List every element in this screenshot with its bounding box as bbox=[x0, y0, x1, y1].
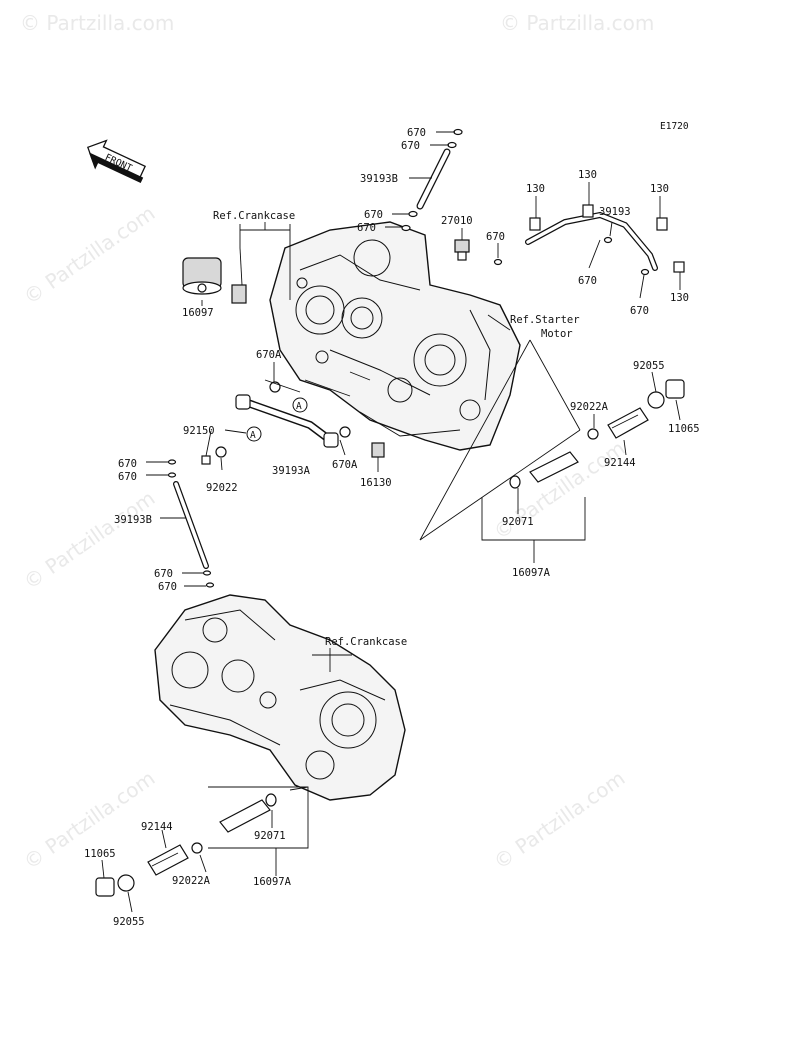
label-130: 130 bbox=[578, 169, 597, 181]
o-ring-part bbox=[493, 258, 503, 266]
ref-crankcase-top: Ref.Crankcase bbox=[213, 210, 295, 222]
o-ring-part bbox=[640, 268, 650, 276]
label-16097a: 16097A bbox=[512, 567, 551, 579]
leader-lines bbox=[101, 131, 681, 913]
label-130: 130 bbox=[526, 183, 545, 195]
watermark-text: © Partzilla.com bbox=[20, 11, 174, 35]
label-92144: 92144 bbox=[604, 457, 636, 469]
label-92022a: 92022A bbox=[172, 875, 211, 887]
label-92022a: 92022A bbox=[570, 401, 609, 413]
circle-a-text: A bbox=[250, 430, 256, 441]
label-11065: 11065 bbox=[668, 423, 700, 435]
label-92150: 92150 bbox=[183, 425, 215, 437]
watermark-text: © Partzilla.com bbox=[489, 766, 629, 874]
label-670: 670 bbox=[630, 305, 649, 317]
o-ring-part bbox=[453, 128, 463, 136]
label-92055: 92055 bbox=[113, 916, 145, 928]
circle-a-marker bbox=[292, 397, 308, 413]
label-39193b: 39193B bbox=[114, 514, 152, 526]
ref-starter-line1: Ref.Starter bbox=[510, 314, 580, 326]
filter-adaptor-part bbox=[231, 284, 247, 304]
label-130: 130 bbox=[650, 183, 669, 195]
label-670: 670 bbox=[118, 458, 137, 470]
ref-crankcase-bottom: Ref.Crankcase bbox=[325, 636, 407, 648]
label-27010: 27010 bbox=[441, 215, 473, 227]
crankcase-bottom-illustration bbox=[154, 594, 406, 801]
label-670: 670 bbox=[401, 140, 420, 152]
label-92144: 92144 bbox=[141, 821, 173, 833]
o-ring-670a-part bbox=[339, 426, 351, 438]
o-ring-part bbox=[401, 224, 411, 232]
diagram-code: E1720 bbox=[660, 121, 689, 132]
label-92071: 92071 bbox=[254, 830, 286, 842]
circle-a-text: A bbox=[296, 401, 302, 412]
o-ring-part bbox=[202, 570, 212, 576]
label-39193b: 39193B bbox=[360, 173, 398, 185]
o-ring-part bbox=[447, 141, 457, 149]
oil-pipe-39193b-top bbox=[416, 148, 451, 210]
o-ring-part bbox=[408, 210, 418, 218]
watermark-text: © Partzilla.com bbox=[19, 201, 159, 309]
label-670: 670 bbox=[364, 209, 383, 221]
part-labels: 670 670 39193B 670 670 27010 Ref.Crankca… bbox=[84, 127, 700, 928]
oil-pipe-39193a bbox=[235, 394, 339, 448]
bolt-92150-part bbox=[201, 455, 211, 465]
circle-a-marker bbox=[246, 426, 262, 442]
label-670: 670 bbox=[486, 231, 505, 243]
label-670a: 670A bbox=[332, 459, 358, 471]
label-670: 670 bbox=[578, 275, 597, 287]
o-ring-part bbox=[603, 236, 613, 244]
label-670: 670 bbox=[407, 127, 426, 139]
label-670: 670 bbox=[154, 568, 173, 580]
relief-valve-group-top bbox=[509, 379, 685, 489]
relief-valve-group-bottom bbox=[95, 793, 277, 897]
washer-92022-part bbox=[215, 446, 227, 458]
ref-starter-line2: Motor bbox=[541, 328, 573, 340]
front-arrow-icon: FRONT bbox=[86, 139, 147, 184]
oil-filter-part bbox=[182, 257, 222, 295]
label-670a: 670A bbox=[256, 349, 282, 361]
o-ring-part bbox=[167, 459, 177, 465]
label-11065: 11065 bbox=[84, 848, 116, 860]
label-16097: 16097 bbox=[182, 307, 214, 319]
label-92055: 92055 bbox=[633, 360, 665, 372]
o-ring-part bbox=[167, 472, 177, 478]
label-39193: 39193 bbox=[599, 206, 631, 218]
label-670: 670 bbox=[118, 471, 137, 483]
label-92071: 92071 bbox=[502, 516, 534, 528]
label-16097a: 16097A bbox=[253, 876, 292, 888]
watermark-text: © Partzilla.com bbox=[500, 11, 654, 35]
label-670: 670 bbox=[357, 222, 376, 234]
label-92022: 92022 bbox=[206, 482, 238, 494]
crankcase-top-illustration bbox=[269, 221, 521, 451]
label-670: 670 bbox=[158, 581, 177, 593]
oil-pipe-39193b-left bbox=[173, 481, 209, 569]
watermark-text: © Partzilla.com bbox=[19, 486, 159, 594]
oil-pressure-switch-part bbox=[454, 239, 470, 261]
label-130: 130 bbox=[670, 292, 689, 304]
label-39193a: 39193A bbox=[272, 465, 311, 477]
part-16130 bbox=[371, 442, 385, 458]
label-16130: 16130 bbox=[360, 477, 392, 489]
o-ring-part bbox=[205, 582, 215, 588]
oil-pipe-39193-right bbox=[525, 204, 685, 273]
